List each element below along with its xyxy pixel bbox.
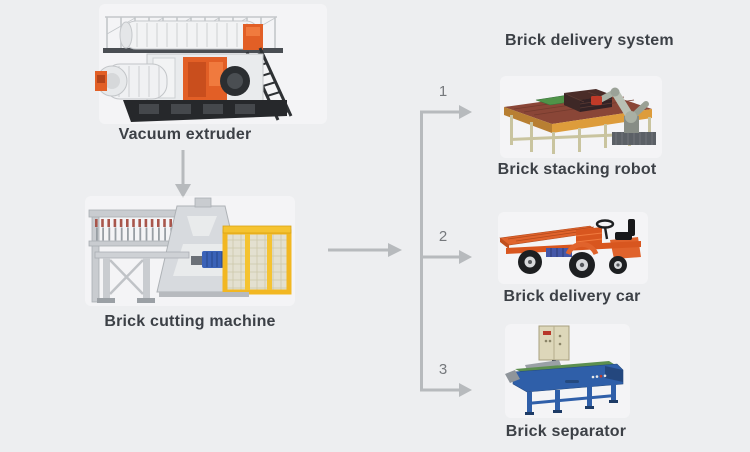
branch-connector [420,105,472,397]
machine-base [123,100,287,122]
mixer-tank [119,20,260,50]
brick-separator-image [505,324,630,418]
diagram-title: Brick delivery system [505,32,674,49]
deck [103,48,283,53]
branch-3-arrowhead [459,383,472,397]
steering-wheel [595,219,615,240]
wheels [518,250,627,278]
top-hopper-panel [246,27,260,36]
brick-cutting-machine-label: Brick cutting machine [104,313,276,330]
mudguard [565,241,599,256]
arrow-right-icon [328,243,402,257]
brick-cutting-machine-image [85,196,295,306]
brick-delivery-car-image [498,212,648,284]
brick-stacking-robot-label: Brick stacking robot [497,161,657,178]
branch-number-1: 1 [438,83,448,100]
vacuum-extruder-image [95,4,327,124]
safety-cage [222,225,292,295]
conveyor [505,361,624,393]
branch-number-3: 3 [438,361,448,378]
vacuum-extruder-label: Vacuum extruder [118,126,252,143]
conveyor-legs [527,382,616,412]
extruder-barrel [95,63,168,100]
robot-arm [591,87,656,145]
control-cabinet [538,325,570,361]
brick-delivery-car-label: Brick delivery car [503,288,641,305]
engine-ribs [550,248,564,257]
arrow-down-icon [175,150,191,198]
leg-feet [525,400,618,415]
support-frame [94,251,249,303]
branch-1-arrowhead [459,105,472,119]
brick-stacking-robot-image [500,76,662,158]
brick-separator-label: Brick separator [505,423,627,440]
branch-2-arrowhead [459,250,472,264]
branch-number-2: 2 [438,228,448,245]
engine-block [546,248,572,257]
